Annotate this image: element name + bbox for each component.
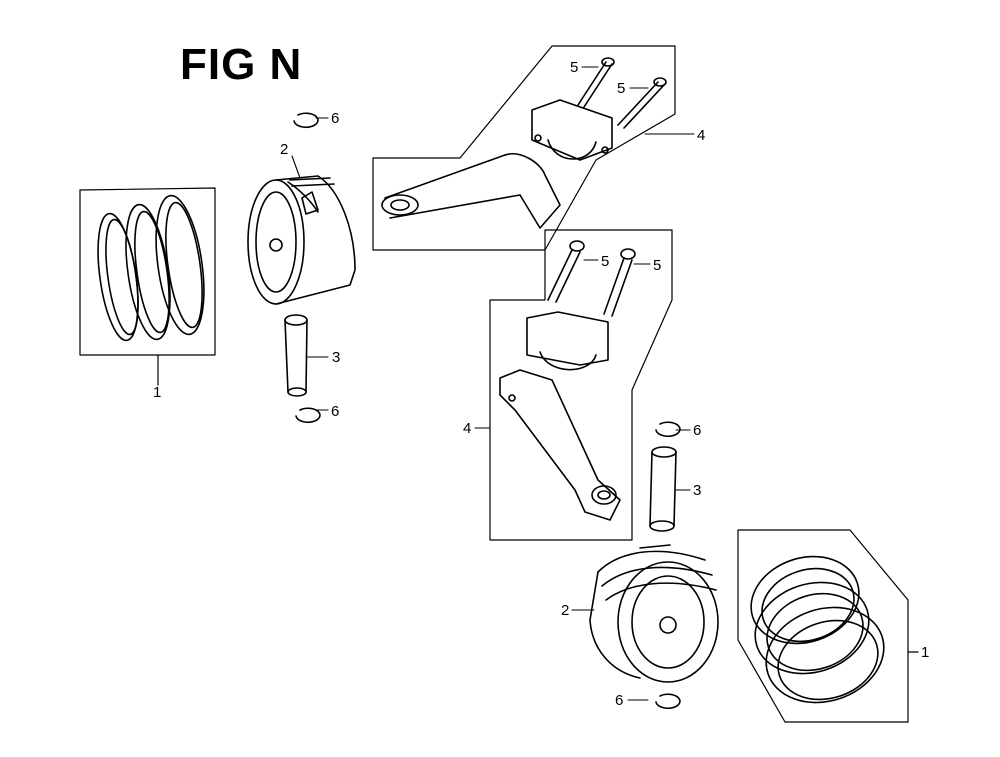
figure-title: FIG N xyxy=(180,40,303,89)
callout-6-right-top: 6 xyxy=(693,422,701,439)
piston-pin-right xyxy=(649,446,677,532)
callout-4-lower: 4 xyxy=(463,420,471,437)
circlip-left-top xyxy=(293,112,319,129)
callout-3-right: 3 xyxy=(693,482,701,499)
callout-6-left-bottom: 6 xyxy=(331,403,339,420)
callout-2-left: 2 xyxy=(280,141,288,158)
callout-labels: 1 1 2 2 3 3 4 4 5 5 5 5 6 6 6 6 xyxy=(153,59,929,709)
piston-right xyxy=(589,544,719,683)
callout-3-left: 3 xyxy=(332,349,340,366)
callout-2-right: 2 xyxy=(561,602,569,619)
callout-5-lower-b: 5 xyxy=(653,257,661,274)
callout-6-right-bottom: 6 xyxy=(615,692,623,709)
connecting-rod-upper xyxy=(372,45,676,251)
piston-pin-left xyxy=(284,314,308,397)
piston-left xyxy=(247,175,356,305)
circlip-right-bottom xyxy=(655,693,681,710)
callout-4-upper: 4 xyxy=(697,127,705,144)
piston-ring-set-right xyxy=(737,529,909,723)
callout-6-left-top: 6 xyxy=(331,110,339,127)
circlip-left-bottom xyxy=(295,407,321,424)
connecting-rod-lower xyxy=(489,229,673,541)
rod-bolts-upper xyxy=(577,57,667,129)
callout-1-right: 1 xyxy=(921,644,929,661)
callout-1-left: 1 xyxy=(153,384,161,401)
rod-bolts-lower xyxy=(547,240,636,317)
circlip-right-top xyxy=(655,421,681,438)
leader-lines xyxy=(291,66,695,701)
piston-ring-set-left xyxy=(79,187,216,356)
callout-5-upper-b: 5 xyxy=(617,80,625,97)
callout-5-lower-a: 5 xyxy=(601,253,609,270)
callout-5-upper-a: 5 xyxy=(570,59,578,76)
